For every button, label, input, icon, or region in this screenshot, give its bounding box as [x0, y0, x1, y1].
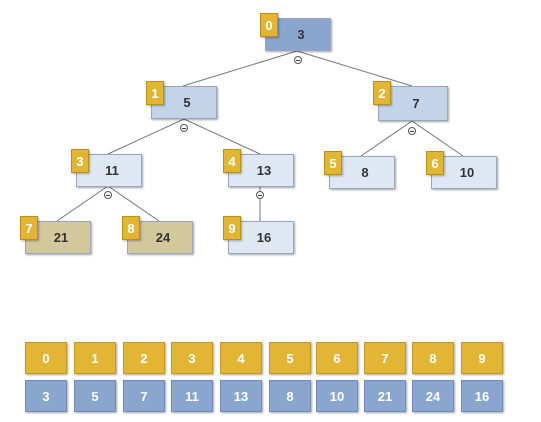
tree-node-2[interactable]: 2 7: [373, 81, 448, 121]
toggle-node-1[interactable]: [180, 124, 188, 132]
array-index-cell: 4: [220, 342, 262, 374]
node-index-badge: 5: [324, 151, 342, 175]
node-index-badge: 9: [223, 216, 241, 240]
array-index-cell: 6: [316, 342, 358, 374]
tree-node-0[interactable]: 0 3: [260, 13, 331, 51]
node-value: 3: [297, 27, 305, 42]
tree-node-3[interactable]: 3 11: [71, 149, 142, 187]
node-value: 21: [53, 230, 69, 245]
array-value-cell[interactable]: 13: [220, 380, 262, 412]
tree-node-4[interactable]: 4 13: [223, 149, 294, 187]
node-index-badge: 6: [426, 151, 444, 175]
tree-node-1[interactable]: 1 5: [146, 81, 217, 119]
node-index-badge: 0: [260, 13, 278, 37]
node-value: 16: [256, 230, 272, 245]
tree-node-5[interactable]: 5 8: [324, 151, 395, 189]
toggle-node-3[interactable]: [104, 191, 112, 199]
edge-0-1: [182, 50, 298, 87]
array-index-cell: 1: [74, 342, 116, 374]
node-value: 8: [361, 165, 369, 180]
array-index-cell: 3: [171, 342, 213, 374]
tree-node-7[interactable]: 7 21: [20, 216, 91, 254]
array-index-cell: 9: [461, 342, 503, 374]
array-value-cell[interactable]: 16: [461, 380, 503, 412]
tree-node-6[interactable]: 6 10: [426, 151, 497, 189]
node-index-badge: 2: [373, 81, 391, 105]
edge-3-8: [107, 185, 160, 222]
node-value: 13: [256, 163, 272, 178]
toggle-node-4[interactable]: [256, 191, 264, 199]
node-value: 10: [459, 165, 475, 180]
array-index-cell: 8: [412, 342, 454, 374]
array-index-cell: 0: [25, 342, 67, 374]
node-index-badge: 1: [146, 81, 164, 105]
tree-node-9[interactable]: 9 16: [223, 216, 294, 254]
node-value: 7: [412, 96, 420, 111]
edge-3-7: [56, 185, 109, 222]
array-value-cell[interactable]: 11: [171, 380, 213, 412]
array-index-cell: 2: [123, 342, 165, 374]
node-index-badge: 8: [122, 216, 140, 240]
node-value: 11: [105, 163, 119, 178]
node-value: 5: [183, 95, 191, 110]
array-index-cell: 7: [364, 342, 406, 374]
edge-0-2: [296, 50, 413, 87]
tree-node-8[interactable]: 8 24: [122, 216, 193, 254]
array-value-cell[interactable]: 24: [412, 380, 454, 412]
edge-1-4: [183, 118, 261, 155]
edge-2-5: [360, 120, 413, 157]
edge-2-6: [411, 120, 464, 157]
array-index-cell: 5: [269, 342, 311, 374]
array-value-cell[interactable]: 3: [25, 380, 67, 412]
array-value-cell[interactable]: 5: [74, 380, 116, 412]
toggle-node-2[interactable]: [408, 127, 416, 135]
node-index-badge: 7: [20, 216, 38, 240]
array-value-cell[interactable]: 21: [364, 380, 406, 412]
edge-1-3: [107, 118, 185, 155]
array-value-cell[interactable]: 7: [123, 380, 165, 412]
array-value-cell[interactable]: 8: [269, 380, 311, 412]
node-value: 24: [155, 230, 171, 245]
array-value-cell[interactable]: 10: [316, 380, 358, 412]
node-index-badge: 4: [223, 149, 241, 173]
toggle-node-0[interactable]: [294, 56, 302, 64]
node-index-badge: 3: [71, 149, 89, 173]
